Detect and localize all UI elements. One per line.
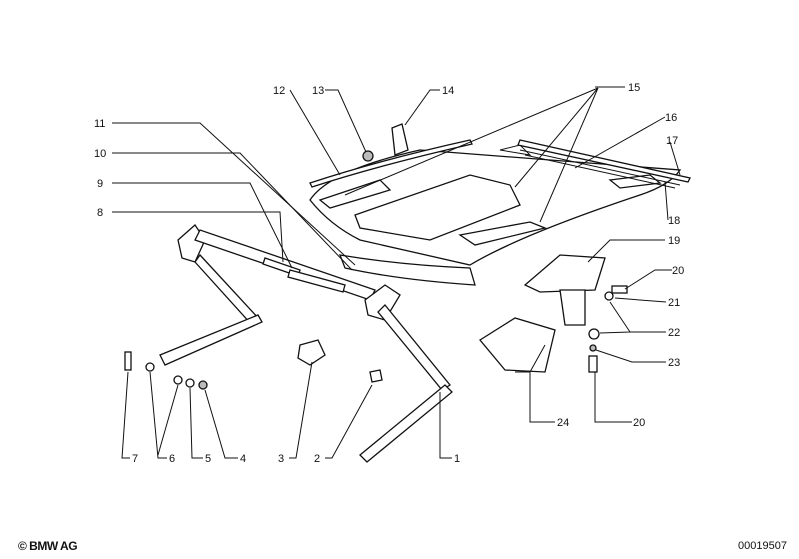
- callout-19: 19: [668, 235, 680, 247]
- callout-20-top: 20: [672, 265, 684, 277]
- callout-5: 5: [205, 453, 211, 465]
- callout-6: 6: [169, 453, 175, 465]
- callout-1: 1: [454, 453, 460, 465]
- bolt-20a: [611, 285, 628, 294]
- callout-16: 16: [665, 112, 677, 124]
- callout-22: 22: [668, 327, 680, 339]
- nut-4: [198, 380, 208, 390]
- hood-panel: [309, 144, 682, 286]
- callout-23: 23: [668, 357, 680, 369]
- callout-18: 18: [668, 215, 680, 227]
- washer-6b: [173, 375, 183, 385]
- washer-23: [589, 344, 597, 352]
- washer-5: [185, 378, 195, 388]
- callout-7: 7: [132, 453, 138, 465]
- callout-9: 9: [97, 178, 103, 190]
- rubber-buffer-3: [297, 339, 326, 366]
- callout-labels: 12 13 14 15 16 17 18 19 20 21 22 23 20 2…: [94, 82, 684, 465]
- callout-4: 4: [240, 453, 246, 465]
- washer-22: [588, 328, 600, 340]
- callout-15: 15: [628, 82, 640, 94]
- clip-13: [362, 150, 374, 162]
- seal-strip-12: [309, 139, 473, 188]
- bolt-7: [124, 351, 132, 371]
- front-trim-strip: [338, 254, 476, 286]
- document-number: 00019507: [738, 540, 787, 552]
- callout-12: 12: [273, 85, 285, 97]
- washer-6a: [145, 362, 155, 372]
- callout-11: 11: [94, 118, 105, 130]
- clip-2: [369, 369, 383, 383]
- washer-21: [604, 291, 614, 301]
- callout-13: 13: [312, 85, 324, 97]
- bolt-20b: [588, 355, 598, 373]
- callout-17: 17: [666, 135, 678, 147]
- copyright-label: © BMW AG: [18, 539, 78, 553]
- callout-14: 14: [442, 85, 454, 97]
- leader-lines: [112, 86, 681, 459]
- lock-plate-19: [523, 254, 606, 293]
- callout-24: 24: [557, 417, 569, 429]
- hood-hinge-assembly: [159, 224, 453, 463]
- callout-21: 21: [668, 297, 680, 309]
- callout-8: 8: [97, 207, 103, 219]
- callout-20-bottom: 20: [633, 417, 645, 429]
- callout-3: 3: [278, 453, 284, 465]
- bracket-14: [391, 123, 409, 156]
- bracket-24: [479, 317, 556, 373]
- callout-10: 10: [94, 148, 106, 160]
- seal-strip-17: [517, 139, 691, 183]
- callout-2: 2: [314, 453, 320, 465]
